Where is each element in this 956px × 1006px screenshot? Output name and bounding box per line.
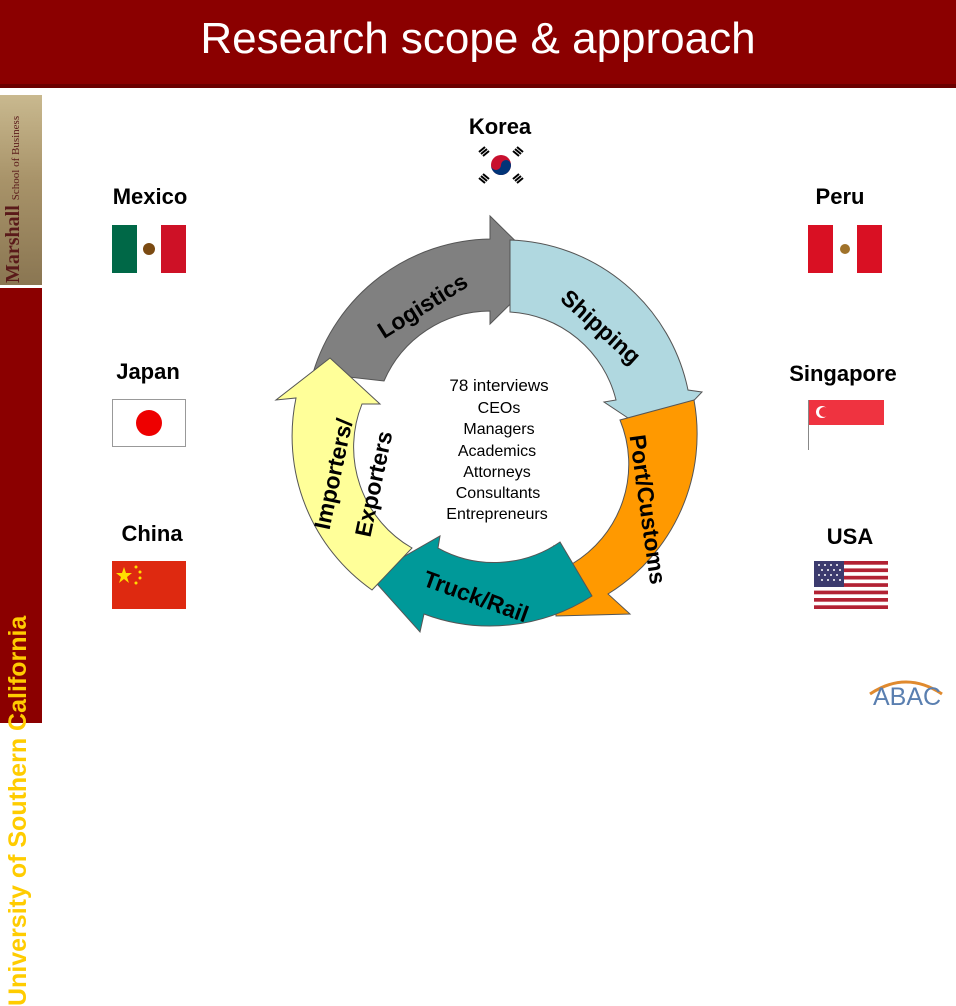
flag-peru-icon [808, 225, 882, 273]
country-label-usa: USA [826, 524, 874, 549]
center-role-ceos: CEOs [478, 400, 521, 417]
title-bar: Research scope & approach [0, 0, 956, 88]
segment-port-customs [553, 399, 698, 617]
segment-logistics [312, 214, 546, 382]
flag-china-icon [112, 561, 186, 609]
cycle-diagram: Logistics Shipping Port/Customs Truck/Ra… [274, 214, 704, 634]
flag-korea-icon [473, 143, 529, 187]
center-role-attorneys: Attorneys [463, 464, 531, 481]
country-label-peru: Peru [815, 184, 865, 209]
usc-banner: University of Southern California [0, 288, 42, 1006]
center-role-academics: Academics [458, 443, 536, 460]
center-headline: 78 interviews [449, 376, 548, 395]
flag-mexico-icon [112, 225, 186, 273]
flag-japan-icon [112, 399, 186, 447]
page-title: Research scope & approach [200, 14, 756, 63]
center-role-consultants: Consultants [456, 485, 541, 502]
segment-importers-exporters [274, 357, 413, 591]
flag-usa-icon [814, 561, 888, 609]
country-label-japan: Japan [116, 359, 180, 384]
abac-logo: ABAC [873, 683, 942, 711]
country-label-singapore: Singapore [789, 361, 897, 386]
marshall-logo: Marshall School of Business [0, 95, 42, 285]
segment-shipping [509, 239, 704, 439]
country-label-korea: Korea [468, 114, 532, 139]
center-role-entrepreneurs: Entrepreneurs [446, 506, 547, 523]
country-label-mexico: Mexico [112, 184, 188, 209]
country-label-china: China [121, 521, 183, 546]
flag-singapore-icon [808, 400, 884, 450]
center-role-managers: Managers [463, 421, 534, 438]
abac-logo-arc-icon [869, 680, 943, 696]
